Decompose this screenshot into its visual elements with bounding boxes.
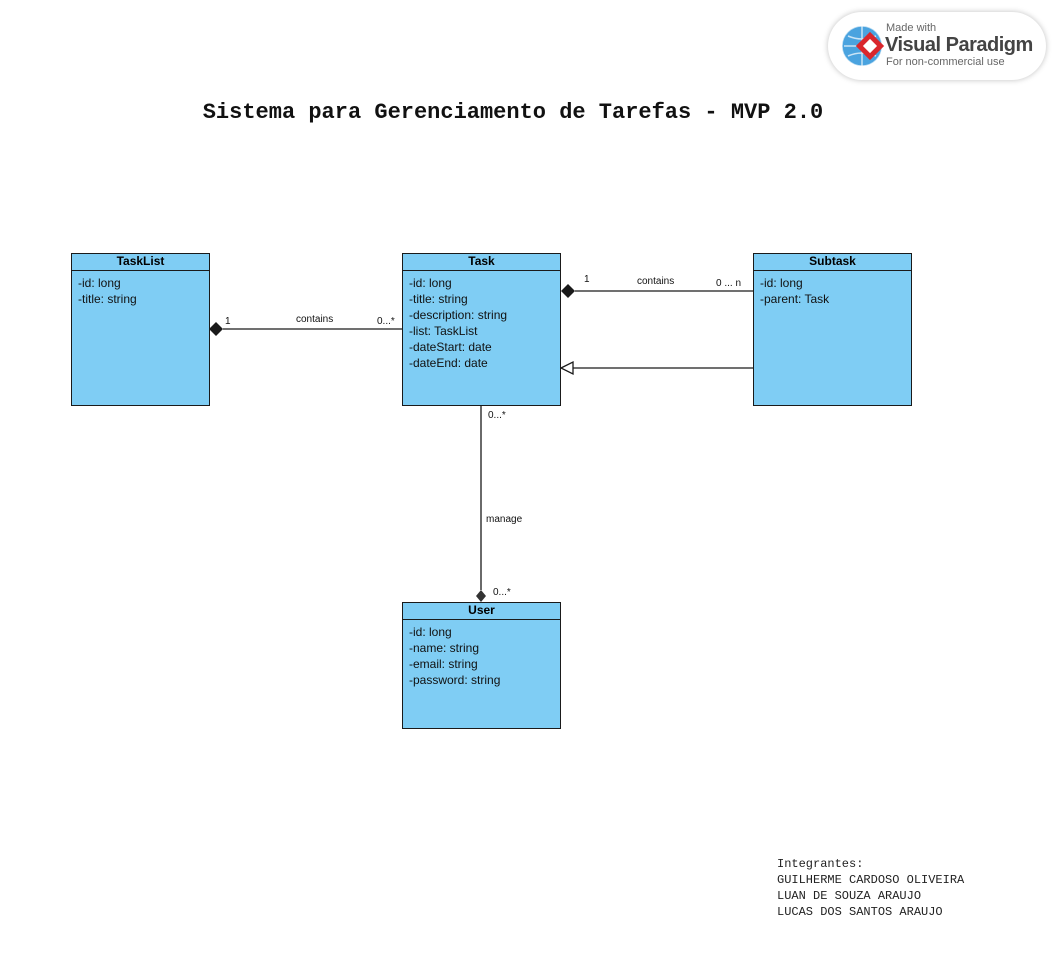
task-subtask-to-multiplicity: 0 ... n xyxy=(716,278,742,289)
attribute: -password: string xyxy=(409,673,501,687)
members-heading: Integrantes: xyxy=(777,857,864,871)
tasklist-task-from-multiplicity: 1 xyxy=(225,316,231,327)
member-name: GUILHERME CARDOSO OLIVEIRA xyxy=(777,873,965,887)
task-user-from-multiplicity: 0...* xyxy=(488,410,506,421)
attribute: -list: TaskList xyxy=(409,324,478,338)
attribute: -id: long xyxy=(409,625,452,639)
class-task-name: Task xyxy=(403,254,560,271)
class-task-attributes: -id: long -title: string -description: s… xyxy=(403,271,560,371)
generalization-arrowhead xyxy=(559,360,574,376)
class-user-name: User xyxy=(403,603,560,620)
attribute: -parent: Task xyxy=(760,292,830,306)
attribute: -id: long xyxy=(760,276,803,290)
class-user[interactable]: User -id: long -name: string -email: str… xyxy=(402,602,561,729)
class-subtask-name: Subtask xyxy=(754,254,911,271)
class-tasklist-name: TaskList xyxy=(72,254,209,271)
attribute: -description: string xyxy=(409,308,508,322)
attribute: -id: long xyxy=(78,276,121,290)
attribute: -title: string xyxy=(78,292,137,306)
class-task[interactable]: Task -id: long -title: string -descripti… xyxy=(402,253,561,406)
task-subtask-from-multiplicity: 1 xyxy=(584,274,590,285)
attribute: -id: long xyxy=(409,276,452,290)
attribute: -title: string xyxy=(409,292,468,306)
attribute: -dateEnd: date xyxy=(409,356,488,370)
class-tasklist[interactable]: TaskList -id: long -title: string xyxy=(71,253,210,406)
task-composition-diamond xyxy=(561,284,575,298)
visual-paradigm-watermark: Made with Visual Paradigm For non-commer… xyxy=(828,12,1046,80)
watermark-made-with: Made with xyxy=(886,22,937,34)
attribute: -email: string xyxy=(409,657,478,671)
tasklist-task-label: contains xyxy=(296,314,334,325)
watermark-brand: Visual Paradigm xyxy=(885,34,1033,56)
visual-paradigm-logo-icon xyxy=(841,25,885,67)
class-subtask-attributes: -id: long -parent: Task xyxy=(754,271,911,307)
class-subtask[interactable]: Subtask -id: long -parent: Task xyxy=(753,253,912,406)
class-tasklist-attributes: -id: long -title: string xyxy=(72,271,209,307)
attribute: -name: string xyxy=(409,641,480,655)
watermark-subtitle: For non-commercial use xyxy=(886,56,1005,68)
task-subtask-label: contains xyxy=(637,276,675,287)
task-user-to-multiplicity: 0...* xyxy=(493,587,511,598)
members-note: Integrantes: GUILHERME CARDOSO OLIVEIRA … xyxy=(777,856,964,920)
attribute: -dateStart: date xyxy=(409,340,492,354)
tasklist-task-to-multiplicity: 0...* xyxy=(377,316,395,327)
member-name: LUCAS DOS SANTOS ARAUJO xyxy=(777,905,943,919)
diagram-title: Sistema para Gerenciamento de Tarefas - … xyxy=(202,100,824,125)
class-user-attributes: -id: long -name: string -email: string -… xyxy=(403,620,560,688)
task-user-label: manage xyxy=(486,514,523,525)
member-name: LUAN DE SOUZA ARAUJO xyxy=(777,889,922,903)
user-aggregation-diamond xyxy=(476,590,486,602)
tasklist-composition-diamond xyxy=(209,322,223,336)
